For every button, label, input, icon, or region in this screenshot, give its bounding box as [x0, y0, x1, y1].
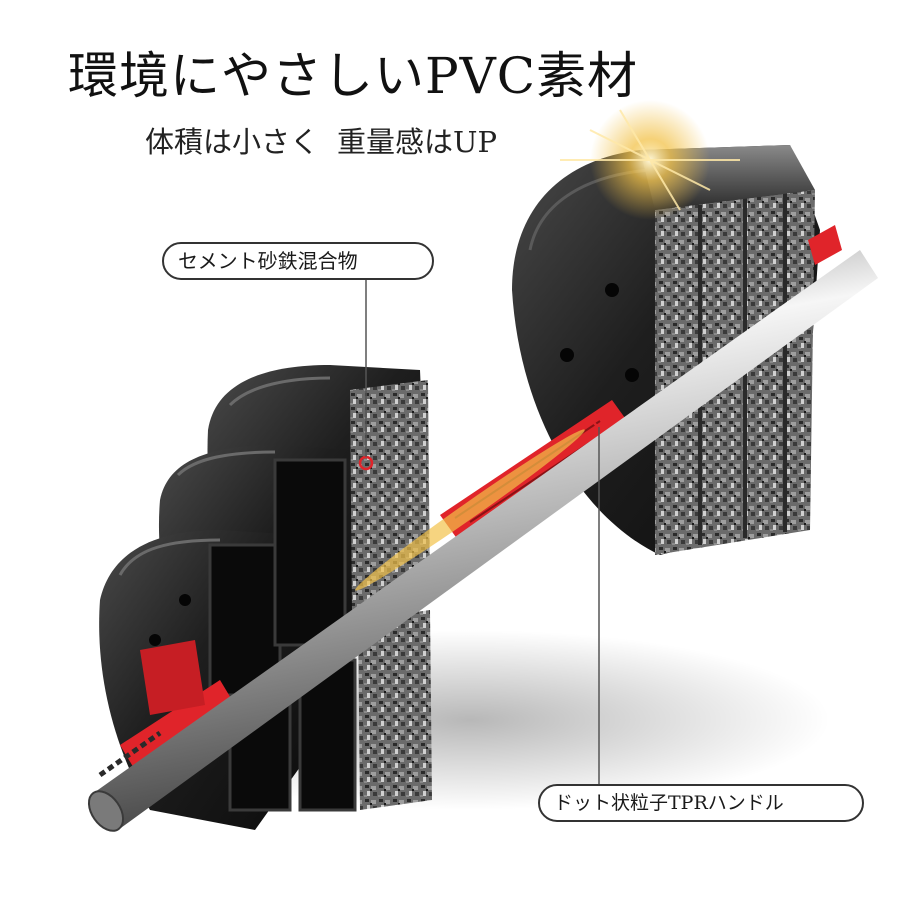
cement-sand-iron-callout: セメント砂鉄混合物: [162, 242, 434, 280]
steel-bar: [87, 250, 878, 832]
handle-marker-dot: [592, 414, 606, 428]
light-streak: [355, 100, 740, 591]
subtitle-volume-text: 体積は小さく: [145, 125, 320, 159]
headline-title: 環境にやさしいPVC素材: [68, 47, 639, 105]
subtitle-weight-text: 重量感はUP: [337, 125, 497, 159]
tpr-handle-callout: ドット状粒子TPRハンドル: [538, 784, 864, 822]
headline-subtitle: 体積は小さく重量感はUP: [145, 124, 497, 160]
